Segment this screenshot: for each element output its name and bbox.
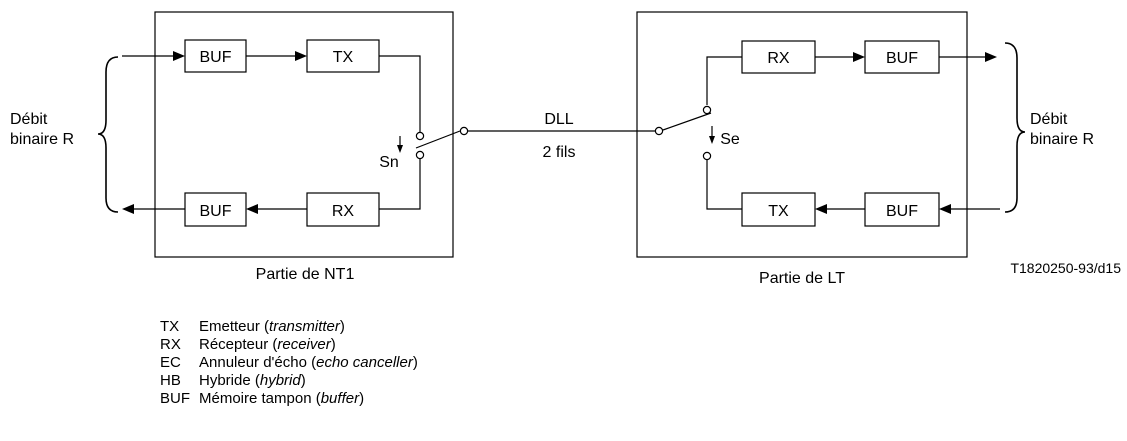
legend-text: Hybride ( <box>199 372 260 389</box>
right-switch-label: Se <box>720 131 740 148</box>
right-block-caption: Partie de LT <box>759 270 845 287</box>
legend-row: RX Récepteur (receiver) <box>160 336 418 354</box>
right-rx-label: RX <box>767 50 790 67</box>
left-rate-label-line2: binaire R <box>10 131 74 148</box>
left-tx-label: TX <box>333 49 354 66</box>
right-input-arrowhead <box>939 204 951 214</box>
left-rate-brace <box>97 56 119 213</box>
right-rx-box <box>741 40 816 74</box>
left-output-arrowhead <box>122 204 134 214</box>
right-output-arrowhead <box>985 52 997 62</box>
left-switch-label: Sn <box>379 154 399 171</box>
left-block-frame <box>154 11 454 258</box>
left-tx-box <box>306 39 380 73</box>
legend-close: ) <box>339 318 345 335</box>
left-input-arrowhead <box>173 51 185 61</box>
left-block-caption: Partie de NT1 <box>256 266 355 283</box>
right-bottom-buffer-box <box>864 192 940 227</box>
right-switch-top-contact <box>702 105 712 115</box>
left-top-buffer-label: BUF <box>200 49 232 66</box>
block-diagram: Débit binaire R BUF TX BUF RX Sn DLL 2 f… <box>10 11 1121 287</box>
legend-text: Récepteur ( <box>199 336 278 353</box>
left-switch-blade <box>415 130 461 149</box>
legend-term: hybrid <box>259 372 301 389</box>
legend-abbr: TX <box>160 318 180 335</box>
legend-text: Emetteur ( <box>199 318 270 335</box>
dll-label: DLL <box>544 111 573 128</box>
legend-abbr: HB <box>160 372 181 389</box>
legend-close: ) <box>330 336 336 353</box>
right-top-buffer-box <box>864 40 940 74</box>
legend-abbr: RX <box>160 336 181 353</box>
legend-term: receiver <box>277 336 331 353</box>
left-switch-pivot <box>459 126 469 136</box>
legend-abbr: BUF <box>160 390 190 407</box>
right-rate-label-line2: binaire R <box>1030 131 1094 148</box>
legend-text: Annuleur d'écho ( <box>199 354 317 371</box>
right-switch-pivot <box>654 126 664 136</box>
right-switch-blade <box>662 112 712 131</box>
right-switch-to-rx-wire <box>706 56 742 105</box>
left-switch-bottom-contact <box>415 150 425 160</box>
legend-close: ) <box>412 354 418 371</box>
wires-label: 2 fils <box>543 144 576 161</box>
legend-row: TX Emetteur (transmitter) <box>160 318 418 336</box>
legend-row: BUF Mémoire tampon (buffer) <box>160 390 418 408</box>
right-bottom-buffer-label: BUF <box>886 203 918 220</box>
legend-term: buffer <box>320 390 360 407</box>
legend-row: HB Hybride (hybrid) <box>160 372 418 390</box>
left-rx-to-buf-arrowhead <box>246 204 258 214</box>
left-buf-to-tx-arrowhead <box>295 51 307 61</box>
left-rx-label: RX <box>332 203 355 220</box>
legend-text: Mémoire tampon ( <box>199 390 321 407</box>
figure-reference: T1820250-93/d15 <box>1010 260 1121 276</box>
right-tx-to-switch-wire <box>706 160 742 210</box>
right-buf-to-tx-arrowhead <box>815 204 827 214</box>
legend-term: echo canceller <box>316 354 413 371</box>
left-bottom-buffer-label: BUF <box>200 203 232 220</box>
left-switch-motion-arrowhead <box>397 145 403 153</box>
right-block-frame <box>636 11 968 258</box>
legend-row: EC Annuleur d'écho (echo canceller) <box>160 354 418 372</box>
legend-close: ) <box>300 372 306 389</box>
right-switch-motion-arrowhead <box>709 136 715 144</box>
legend-close: ) <box>359 390 365 407</box>
right-rx-to-buf-arrowhead <box>853 52 865 62</box>
legend: TX Emetteur (transmitter) RX Récepteur (re… <box>160 318 418 408</box>
right-rate-label-line1: Débit <box>1030 111 1068 128</box>
right-rate-brace <box>1004 42 1026 213</box>
left-bottom-buffer-box <box>184 192 247 227</box>
left-tx-to-switch-wire <box>379 55 421 132</box>
right-switch-bottom-contact <box>702 151 712 161</box>
legend-abbr: EC <box>160 354 181 371</box>
right-top-buffer-label: BUF <box>886 50 918 67</box>
left-switch-to-rx-wire <box>379 158 421 210</box>
legend-term: transmitter <box>269 318 340 335</box>
left-rate-label-line1: Débit <box>10 111 48 128</box>
left-switch-top-contact <box>415 131 425 141</box>
right-tx-box <box>741 192 816 227</box>
right-tx-label: TX <box>768 203 789 220</box>
